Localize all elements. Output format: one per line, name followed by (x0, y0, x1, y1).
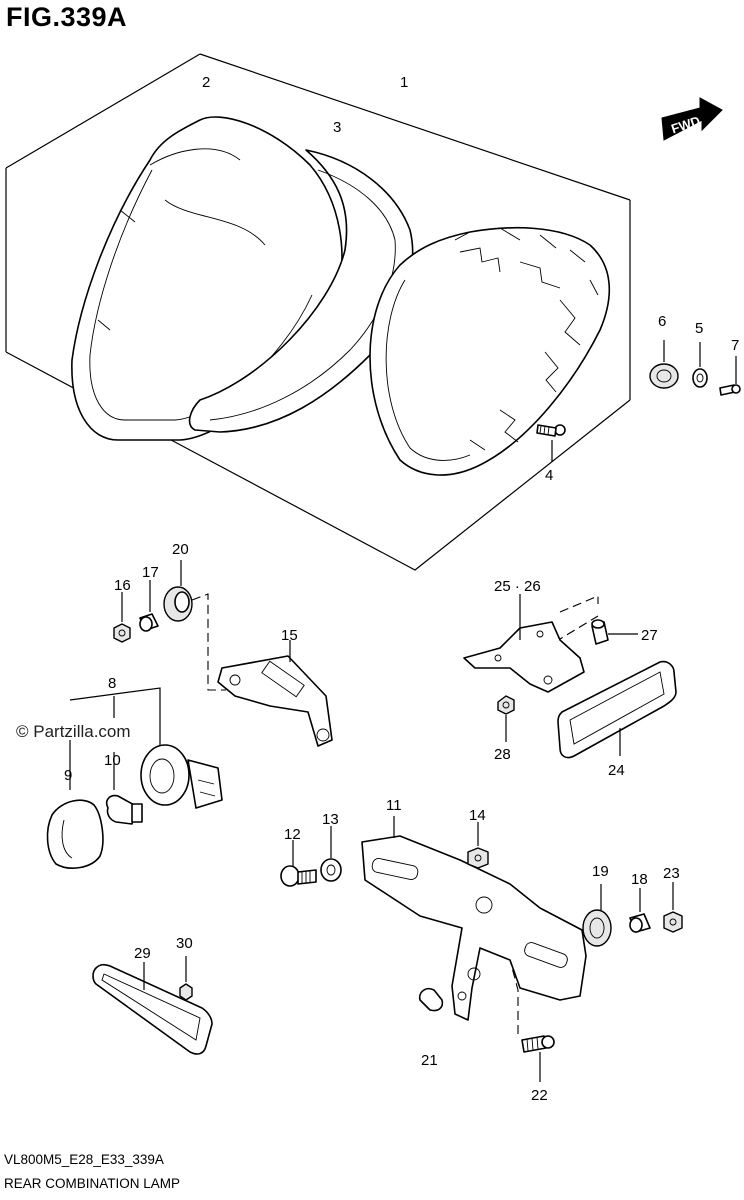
license-bracket-11 (361, 816, 587, 1021)
figure-caption: REAR COMBINATION LAMP (4, 1176, 181, 1191)
drawing-code: VL800M5_E28_E33_339A (4, 1152, 164, 1167)
watermark: © Partzilla.com (16, 722, 131, 741)
grommet-19 (582, 884, 612, 947)
grommet-20 (163, 560, 193, 622)
callout-20: 20 (172, 541, 189, 558)
callout-labels: 1 2 3 4 5 6 7 8 9 10 11 12 13 14 15 16 1… (64, 74, 739, 1104)
screw-27 (591, 619, 638, 645)
callout-28: 28 (494, 746, 511, 763)
leader-dashed-left (191, 593, 226, 691)
callout-22: 22 (531, 1087, 548, 1104)
callout-25-26: 25 · 26 (494, 578, 541, 595)
spacer-17 (139, 580, 159, 632)
washer-5 (692, 342, 708, 388)
reflector-29 (92, 962, 213, 1055)
bracket-15 (217, 640, 333, 747)
bolt-22 (521, 1035, 555, 1082)
callout-29: 29 (134, 945, 151, 962)
cap-lens (46, 740, 104, 869)
callout-8: 8 (108, 675, 116, 692)
leader-dashed-right-2 (554, 615, 599, 643)
callout-12: 12 (284, 826, 301, 843)
leader-dashed-bottom (509, 959, 519, 1034)
nut-28 (497, 695, 515, 742)
spacer-18 (629, 888, 651, 933)
callout-18: 18 (631, 871, 648, 888)
washer-13 (320, 826, 342, 882)
callout-17: 17 (142, 564, 159, 581)
callout-16: 16 (114, 577, 131, 594)
side-reflector-24 (557, 660, 677, 759)
nut-30 (179, 956, 193, 1001)
leader-8 (69, 687, 161, 745)
housing-screw (536, 424, 566, 462)
callout-4: 4 (545, 467, 553, 484)
leader-dashed-right (559, 595, 599, 613)
nut-16 (113, 592, 131, 643)
callout-10: 10 (104, 752, 121, 769)
lamp-housing (369, 227, 611, 476)
callout-2: 2 (202, 74, 210, 91)
callout-23: 23 (663, 865, 680, 882)
bulb (105, 752, 143, 825)
callout-14: 14 (469, 807, 486, 824)
callout-24: 24 (608, 762, 625, 779)
callout-11: 11 (386, 797, 402, 814)
callout-21: 21 (421, 1052, 438, 1069)
callout-9: 9 (64, 767, 72, 784)
callout-6: 6 (658, 313, 666, 330)
callout-5: 5 (695, 320, 703, 337)
callout-27: 27 (641, 627, 658, 644)
callout-19: 19 (592, 863, 609, 880)
figure-title: FIG.339A (6, 2, 128, 32)
callout-7: 7 (731, 337, 739, 354)
callout-3: 3 (333, 119, 341, 136)
reflector-bracket (463, 594, 585, 693)
screw-7 (719, 356, 741, 396)
nut-23 (663, 882, 683, 933)
callout-30: 30 (176, 935, 193, 952)
nut-14 (467, 822, 489, 869)
fwd-arrow-icon: FWD (661, 97, 723, 141)
callout-15: 15 (281, 627, 298, 644)
bulb-socket (140, 744, 223, 809)
bolt-12 (280, 840, 317, 887)
callout-13: 13 (322, 811, 339, 828)
callout-1: 1 (400, 74, 408, 91)
grommet-21 (418, 987, 444, 1012)
grommet-6 (649, 340, 679, 389)
